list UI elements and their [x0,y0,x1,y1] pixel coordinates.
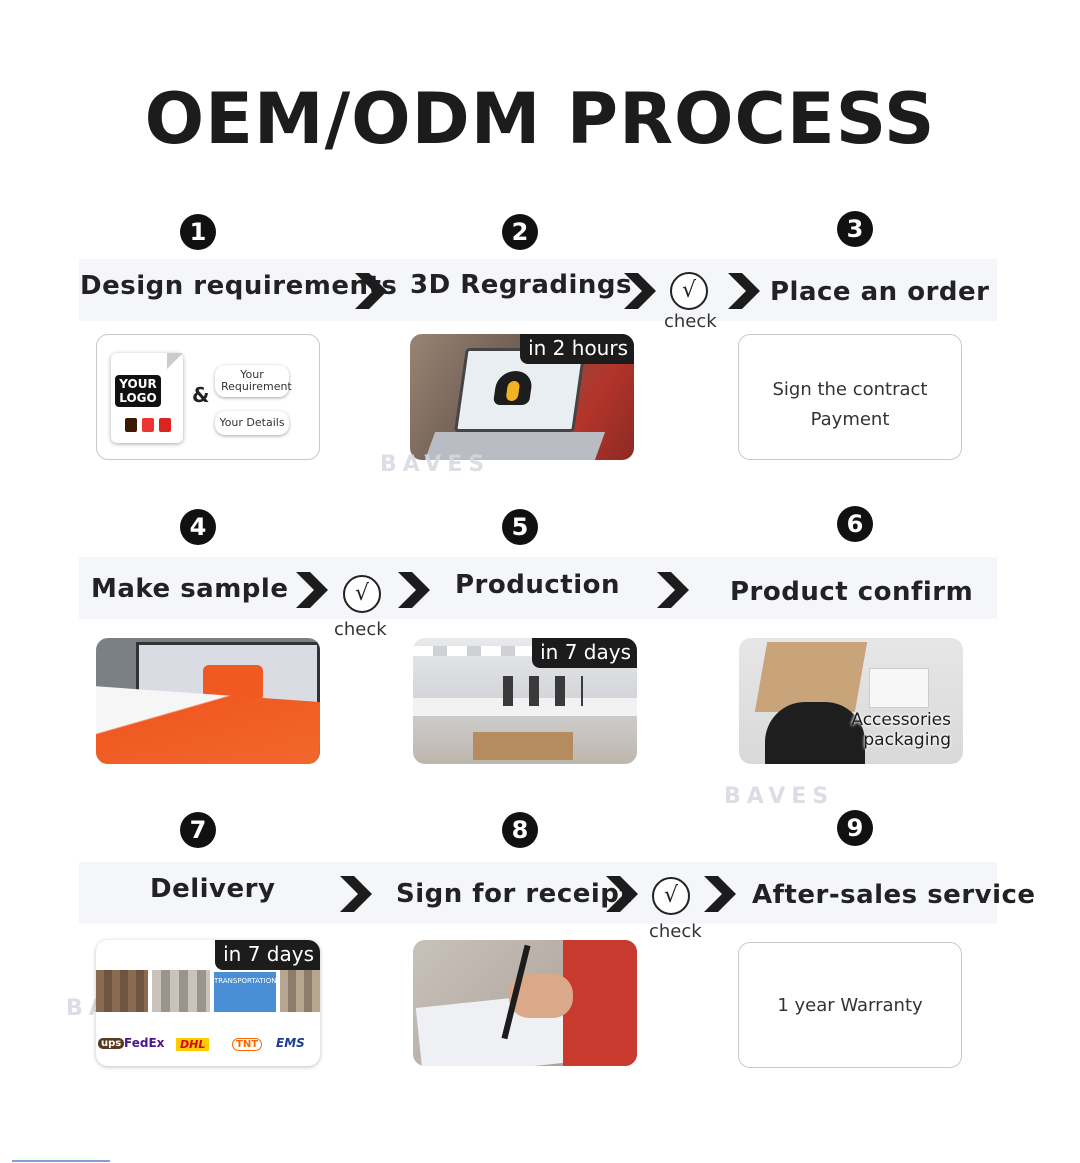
step-number-5: 5 [502,509,538,545]
card-3d-regradings-photo: in 2 hours [410,334,634,460]
chevron-right-icon [702,874,738,914]
chevron-right-icon [604,874,640,914]
ampersand: & [192,383,210,407]
file-type-icons [125,417,175,432]
check-label: check [649,921,702,942]
step-label-make-sample: Make sample [91,574,289,604]
check-circle-icon: √ [652,877,690,915]
step-label-3d-regradings: 3D Regradings [410,270,632,300]
card-place-an-order: Sign the contract Payment [738,334,962,460]
step-label-delivery: Delivery [150,874,276,904]
card-make-sample-photo [96,638,320,764]
check-label: check [664,311,717,332]
card-after-sales-service: 1 year Warranty [738,942,962,1068]
accessory-cards [869,668,929,708]
step-label-place-an-order: Place an order [770,277,990,307]
your-requirement-pill: Your Requirement [215,365,292,397]
step-label-product-confirm: Product confirm [730,577,974,607]
duration-badge-7-days: in 7 days [532,638,637,668]
watermark-logo: BAVES [724,784,835,809]
sign-contract-text: Sign the contract [772,379,928,400]
duration-badge-7-days: in 7 days [215,940,320,970]
accessories-text: Accessories [851,710,951,730]
warehouse-photo-2 [152,970,210,1012]
check-label: check [334,619,387,640]
helmet-shape [492,371,534,405]
factory-lights [413,646,637,656]
step-label-design-requirements: Design requirements [80,271,398,301]
step-band-row-3 [79,862,997,924]
step-number-1: 1 [180,214,216,250]
tnt-logo: TNT [232,1038,263,1051]
step-label-sign-for-receipt: Sign for receipt [396,879,633,909]
chevron-right-icon [294,570,330,610]
transportation-title: TRANSPORTATION [214,977,277,985]
chevron-right-icon [396,570,432,610]
ups-logo: ups [98,1038,125,1049]
backpack-shape [765,702,865,764]
step-number-4: 4 [180,509,216,545]
step-number-6: 6 [837,506,873,542]
step-band-row-1 [79,259,997,321]
workers [503,676,583,706]
step-number-9: 9 [837,810,873,846]
boxes [473,732,573,760]
warehouse-photo-1 [96,970,148,1012]
step-number-2: 2 [502,214,538,250]
chevron-right-icon [655,570,691,610]
accessories-packaging-text: Accessories packaging [851,710,951,750]
card-design-requirements: YOUR LOGO & Your Requirement Your Detail… [96,334,320,460]
fedex-logo: FedEx [124,1036,165,1050]
logo-badge: YOUR LOGO [115,375,161,407]
warranty-text: 1 year Warranty [777,995,923,1016]
chevron-right-icon [353,271,389,311]
red-sleeve [563,940,637,1066]
step-number-3: 3 [837,211,873,247]
step-label-after-sales-service: After-sales service [752,880,1036,910]
step-label-production: Production [455,570,620,600]
logo-line-2: LOGO [119,391,157,405]
card-production-photo: in 7 days [413,638,637,764]
ems-logo: EMS [276,1036,305,1050]
step-number-7: 7 [180,812,216,848]
chevron-right-icon [726,271,762,311]
check-circle-icon: √ [670,272,708,310]
bottom-accent-line [12,1160,110,1162]
transportation-panel: TRANSPORTATION [214,972,276,1012]
dhl-logo: DHL [176,1038,210,1051]
warehouse-photo-3 [280,970,320,1012]
card-delivery-photo: TRANSPORTATION ups FedEx DHL TNT EMS in … [96,940,320,1066]
step-band-row-2 [79,557,997,619]
packaging-text: packaging [863,730,951,750]
carrier-logos: ups FedEx DHL TNT EMS [96,1036,320,1056]
logo-file-image: YOUR LOGO [111,353,183,443]
page-title: OEM/ODM PROCESS [144,78,936,160]
check-circle-icon: √ [343,575,381,613]
watermark-logo: BAVES [380,452,491,477]
card-product-confirm-photo: Accessories packaging [739,638,963,764]
your-details-pill: Your Details [215,411,289,435]
chevron-right-icon [622,271,658,311]
chevron-right-icon [338,874,374,914]
duration-badge-2-hours: in 2 hours [520,334,634,364]
logo-line-1: YOUR [119,377,157,391]
card-sign-for-receipt-photo [413,940,637,1066]
payment-text: Payment [810,409,890,430]
step-number-8: 8 [502,812,538,848]
